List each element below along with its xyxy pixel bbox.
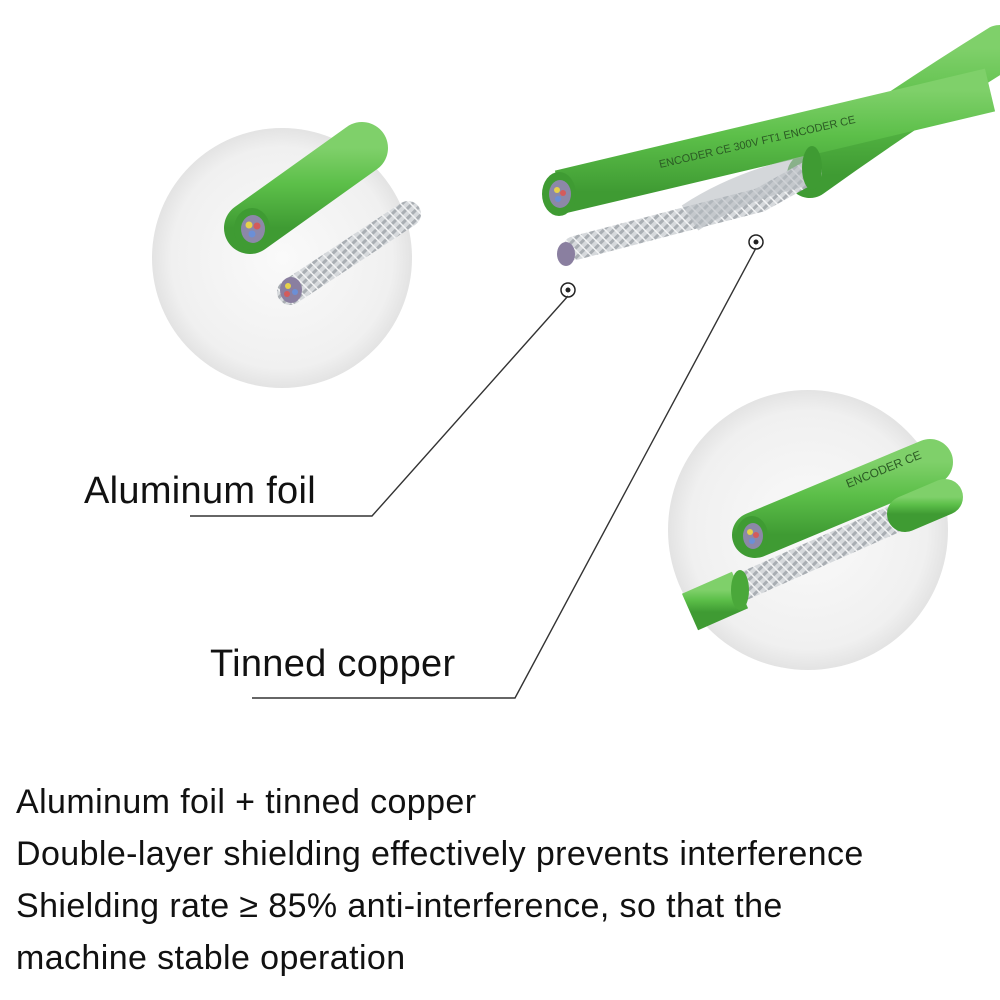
main-cable: ENCODER CE 300V FT1 ENCODER CE [542,25,1000,266]
callout-label-tinned-copper: Tinned copper [210,643,456,685]
green-cable-top-left [224,122,388,254]
zoom-circle-bottom-right: ENCODER CE [668,390,963,670]
braided-shield-top-left [277,201,421,305]
callout-line-tinned-copper [252,234,764,699]
zoom-circle-top-left [152,122,421,388]
cable-illustration: ENCODER CE 300V FT1 ENCODER CE ENCODER C… [152,25,1000,699]
description-line-1: Aluminum foil + tinned copper [16,783,477,821]
callout-label-aluminum-foil: Aluminum foil [84,470,316,512]
description-line-4: machine stable operation [16,939,406,977]
callout-line-aluminum-foil [190,282,576,517]
description-line-3: Shielding rate ≥ 85% anti-interference, … [16,887,783,925]
description-line-2: Double-layer shielding effectively preve… [16,835,864,873]
